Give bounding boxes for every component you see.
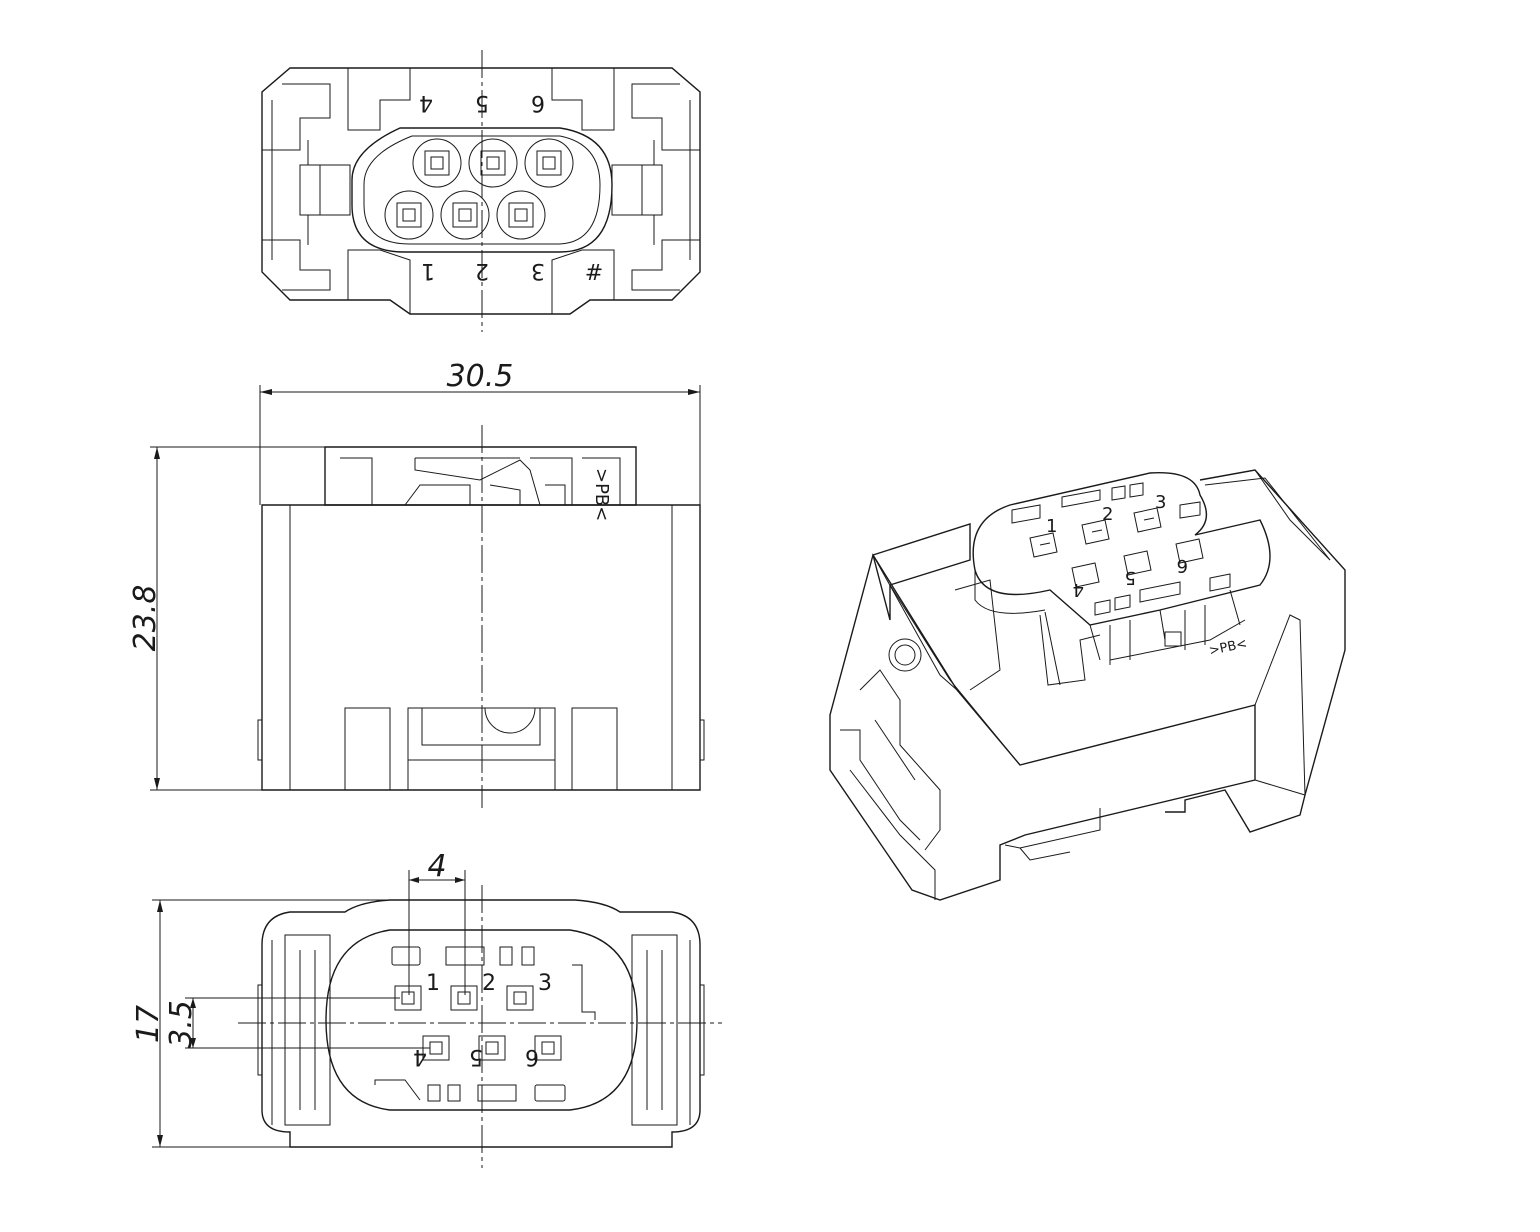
bottom-pin-3-label: 3 — [538, 971, 552, 996]
iso-marking: >PB< — [1208, 636, 1249, 659]
top-view: 4 5 6 1 2 3 # — [261, 50, 701, 332]
top-cavities — [384, 138, 574, 240]
row-offset-dimension: 3.5 — [164, 1000, 199, 1048]
top-pin-1-label: 1 — [421, 258, 435, 283]
iso-pin-1-label: 1 — [1046, 516, 1057, 537]
bottom-pin-5-label: 5 — [469, 1044, 483, 1069]
top-mark-label: # — [585, 258, 603, 283]
bottom-terminals — [394, 985, 562, 1061]
bottom-pin-6-label: 6 — [525, 1044, 539, 1069]
iso-pin-6-label: 6 — [1177, 555, 1188, 576]
top-pin-6-label: 6 — [531, 90, 545, 115]
bottom-pin-1-label: 1 — [426, 971, 440, 996]
bottom-pin-4-label: 4 — [413, 1044, 427, 1069]
top-pin-3-label: 3 — [531, 258, 545, 283]
side-view: 30.5 23.8 >PB< — [128, 359, 705, 808]
bottom-view: 4 17 3.5 — [131, 849, 722, 1168]
bottom-pin-2-label: 2 — [482, 971, 496, 996]
iso-pin-2-label: 2 — [1102, 504, 1113, 525]
isometric-view: 1 2 3 4 5 6 >PB< — [829, 469, 1346, 901]
top-pin-4-label: 4 — [419, 90, 433, 115]
height-dimension: 23.8 — [128, 585, 163, 652]
iso-pin-5-label: 5 — [1125, 567, 1136, 588]
iso-pin-3-label: 3 — [1155, 492, 1166, 513]
pitch-dimension: 4 — [427, 849, 446, 884]
side-marking: >PB< — [591, 468, 612, 521]
depth-dimension: 17 — [131, 1005, 166, 1043]
iso-pin-4-label: 4 — [1073, 579, 1084, 600]
width-dimension: 30.5 — [447, 359, 514, 394]
